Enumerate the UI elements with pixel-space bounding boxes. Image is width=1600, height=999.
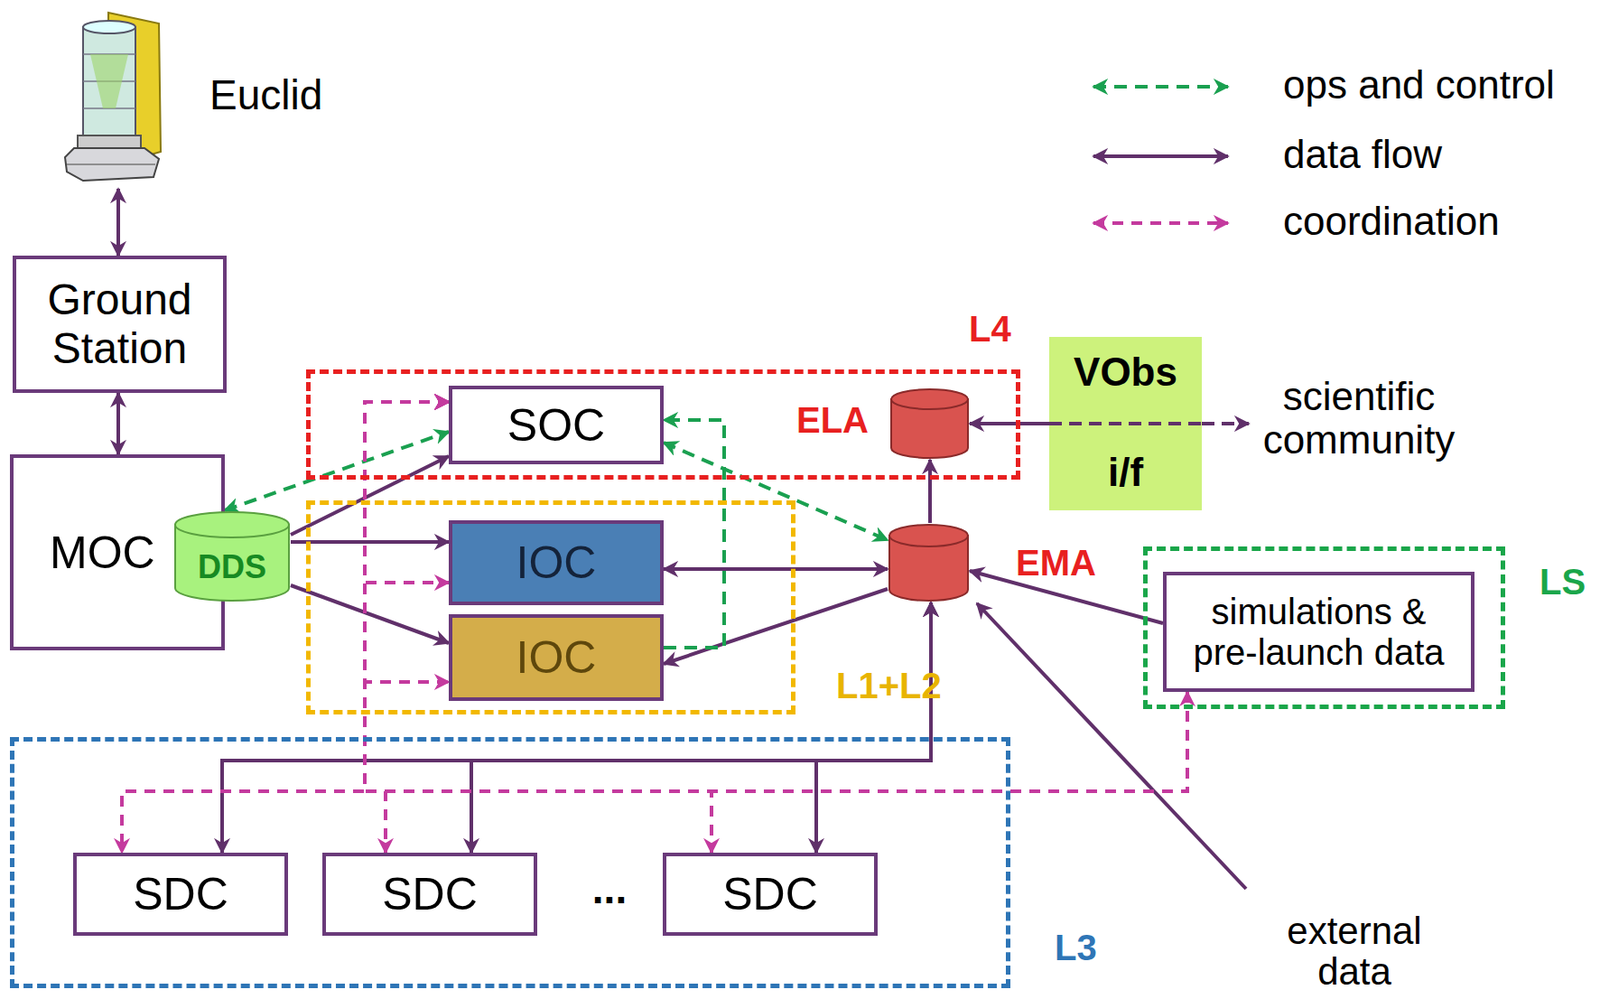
ls-region: LSsimulations & pre-launch data bbox=[1143, 546, 1506, 709]
node-text: Euclid bbox=[209, 72, 323, 120]
data-flow-arrow bbox=[969, 421, 1050, 426]
euclid-illustration bbox=[65, 12, 161, 181]
legend-text: ops and control bbox=[1283, 63, 1555, 107]
data-flow-arrow bbox=[290, 539, 449, 544]
data-flow-arrow bbox=[116, 188, 121, 256]
data-flow-arrow bbox=[928, 459, 932, 523]
data-flow-arrow bbox=[816, 602, 931, 853]
sdc-box: SDC bbox=[73, 852, 289, 936]
ground-station-box: Ground Station bbox=[12, 255, 227, 393]
soc-box: SOC bbox=[448, 385, 664, 465]
ela-archive: ELA bbox=[889, 387, 970, 460]
node-text: i/f bbox=[1107, 449, 1144, 494]
ioc-box: IOC bbox=[448, 613, 664, 701]
node-text: IOC bbox=[516, 632, 597, 683]
data-flow-arrow bbox=[663, 567, 888, 571]
node-text: SDC bbox=[132, 868, 229, 920]
data-flow-arrow bbox=[471, 602, 931, 853]
vobs-through-line bbox=[1049, 421, 1202, 426]
node-text: SOC bbox=[507, 400, 605, 451]
data-flow-arrow bbox=[290, 585, 449, 643]
legend-sample bbox=[1093, 154, 1228, 159]
data-flow-arrow bbox=[116, 392, 121, 455]
region-label: L4 bbox=[968, 308, 1012, 350]
ops-control-arrow bbox=[224, 431, 449, 511]
ellipsis-label: ... bbox=[577, 866, 642, 912]
ema-archive: EMA bbox=[887, 522, 970, 603]
dds-database: DDS bbox=[173, 510, 291, 603]
legend-text: coordination bbox=[1283, 199, 1500, 243]
community-label: scientific community bbox=[1246, 374, 1472, 461]
node-text: SDC bbox=[381, 868, 478, 920]
node-text: IOC bbox=[516, 537, 597, 588]
coordination-arrow bbox=[364, 401, 712, 853]
cylinder-shape bbox=[887, 522, 970, 603]
region-label: L3 bbox=[1054, 927, 1098, 968]
external-data-label: external data bbox=[1264, 910, 1445, 993]
node-text: SDC bbox=[722, 868, 819, 920]
coordination-arrow bbox=[364, 401, 449, 682]
ops-control-arrow bbox=[663, 442, 888, 540]
node-text: simulations & pre-launch data bbox=[1175, 591, 1462, 673]
ops-control-arrow bbox=[663, 419, 725, 648]
coordination-arrow bbox=[364, 401, 449, 583]
legend-sample bbox=[1093, 221, 1228, 225]
archive-label: DDS bbox=[197, 548, 267, 586]
node-text: VObs bbox=[1073, 349, 1178, 394]
sdc-box: SDC bbox=[662, 852, 878, 936]
archive-label: EMA bbox=[1015, 542, 1097, 584]
legend-text: data flow bbox=[1283, 132, 1442, 177]
l3-region: L3SDCSDCSDC bbox=[9, 736, 1011, 988]
region-label: LS bbox=[1539, 561, 1586, 603]
simulation-box: simulations & pre-launch data bbox=[1162, 571, 1475, 692]
coordination-arrow bbox=[364, 401, 449, 853]
ioc-box: IOC bbox=[448, 520, 664, 605]
euclid-spacecraft: Euclid bbox=[61, 5, 163, 189]
archive-label: ELA bbox=[796, 400, 869, 441]
node-text: MOC bbox=[49, 527, 156, 578]
node-text: Ground Station bbox=[25, 275, 214, 373]
region-label: L1+L2 bbox=[836, 665, 942, 707]
cylinder-shape bbox=[889, 387, 970, 460]
l4-region: L4SOCELA bbox=[306, 369, 1021, 480]
l12-region: L1+L2IOCIOC bbox=[306, 500, 796, 715]
data-flow-arrow bbox=[663, 588, 888, 664]
data-flow-arrow bbox=[222, 602, 931, 853]
community-arrow bbox=[1201, 421, 1249, 426]
legend-sample bbox=[1093, 84, 1228, 89]
sdc-box: SDC bbox=[322, 852, 538, 936]
data-flow-arrow bbox=[290, 455, 449, 535]
